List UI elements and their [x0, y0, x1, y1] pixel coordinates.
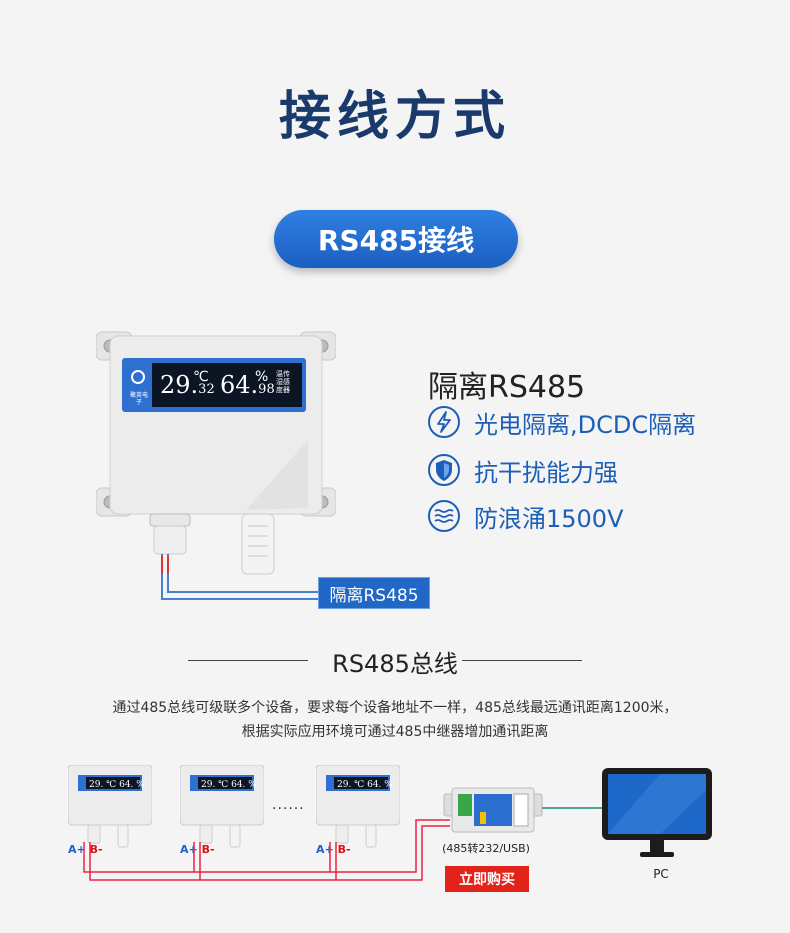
temperature-readout: 29.32 [160, 371, 215, 399]
terminal-b: B- [337, 843, 351, 856]
sensor-device-1: 29. ℃ 64. % [68, 765, 152, 848]
humidity-readout: 64.98 [220, 371, 275, 399]
cable-tag: 隔离RS485 [318, 577, 430, 609]
device-side-label: 温传湿感度器 [276, 370, 290, 394]
sensor-device-2: 29. ℃ 64. % [180, 765, 264, 848]
feature-anti-interference: 抗干扰能力强 [426, 452, 618, 488]
feature-label: 防浪涌1500V [474, 504, 624, 533]
humidity-decimal: 98 [258, 382, 275, 397]
page-title: 接线方式 [278, 87, 511, 147]
bus-divider-left [188, 660, 308, 661]
bus-title: RS485总线 [332, 650, 458, 678]
bus-divider-right [462, 660, 582, 661]
device-logo-text: 聚英电子 [129, 392, 148, 406]
terminal-b: B- [89, 843, 103, 856]
feature-isolation: 光电隔离,DCDC隔离 [426, 404, 696, 440]
temperature-decimal: 32 [198, 382, 215, 397]
svg-text:29. ℃ 64. %: 29. ℃ 64. % [201, 780, 257, 790]
terminal-a: A+ [68, 843, 86, 856]
device-1-terminals: A+ B- [68, 843, 103, 856]
feature-label: 光电隔离,DCDC隔离 [474, 410, 697, 439]
sensor-device-large [96, 331, 336, 517]
bus-description-line2: 根据实际应用环境可通过485中继器增加通讯距离 [241, 724, 549, 740]
humidity-main: 64. [220, 371, 259, 399]
humidity-unit: % [255, 369, 269, 385]
converter-device [443, 787, 543, 833]
terminal-b: B- [201, 843, 215, 856]
feature-surge: 防浪涌1500V [426, 498, 624, 534]
converter-label: (485转232/USB) [442, 842, 530, 855]
sensor-device-3: 29. ℃ 64. % [316, 765, 400, 848]
pc-label: PC [653, 867, 669, 881]
shield-icon [428, 454, 460, 486]
rs485-section-pill: RS485接线 [274, 210, 518, 268]
bus-description-line1: 通过485总线可级联多个设备，要求每个设备地址不一样，485总线最远通讯距离12… [112, 700, 678, 716]
feature-label: 抗干扰能力强 [474, 458, 618, 487]
svg-text:29. ℃ 64. %: 29. ℃ 64. % [337, 780, 393, 790]
lightning-icon [428, 406, 460, 438]
temperature-main: 29. [160, 371, 199, 399]
more-devices-ellipsis: ...... [272, 797, 305, 813]
wave-icon [428, 500, 460, 532]
pc-monitor-icon [602, 768, 712, 857]
features-title: 隔离RS485 [428, 370, 586, 405]
temperature-unit: ℃ [193, 369, 209, 385]
buy-now-button[interactable]: 立即购买 [445, 866, 529, 892]
svg-text:29. ℃ 64. %: 29. ℃ 64. % [89, 780, 145, 790]
